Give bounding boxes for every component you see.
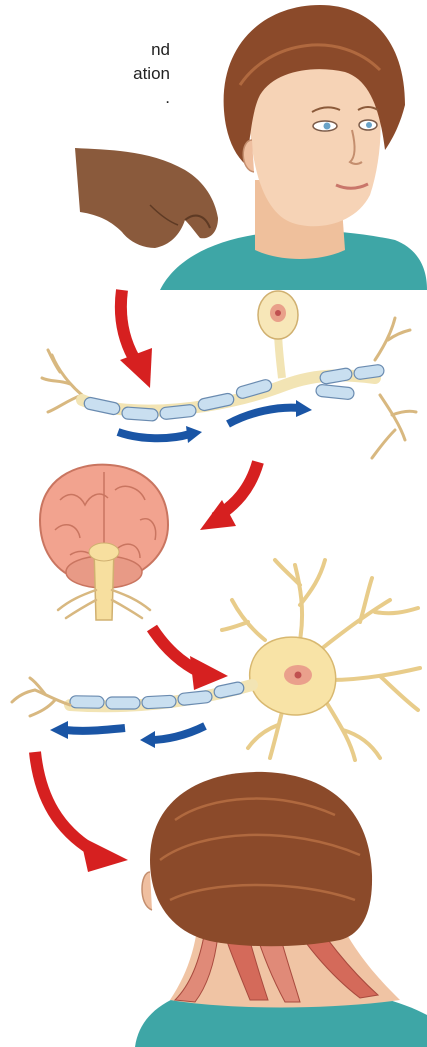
myelin-sheath-sensory	[83, 364, 385, 421]
arm	[75, 148, 218, 248]
impulse-arrow-motor-2	[65, 728, 125, 731]
woman-face-illustration	[160, 5, 427, 290]
impulse-arrow-sensory-2	[228, 408, 300, 424]
sensory-dendrites-right	[372, 318, 416, 458]
arrow-to-neck-muscles	[35, 752, 92, 850]
motor-axon-terminals	[12, 678, 70, 716]
myelin-sheath-motor	[70, 681, 245, 709]
motor-neuron	[12, 560, 420, 760]
arrow-to-sensory-neuron	[121, 290, 138, 365]
sensory-neuron	[42, 291, 416, 458]
brain-illustration	[40, 465, 168, 620]
sensory-dendrites-left	[42, 350, 82, 412]
head-back-neck-muscles-illustration	[135, 772, 427, 1047]
impulse-arrow-sensory-1	[118, 432, 190, 438]
impulse-arrow-motor-1	[150, 726, 205, 740]
ear-back	[142, 872, 152, 910]
touching-hand-illustration	[75, 148, 218, 248]
